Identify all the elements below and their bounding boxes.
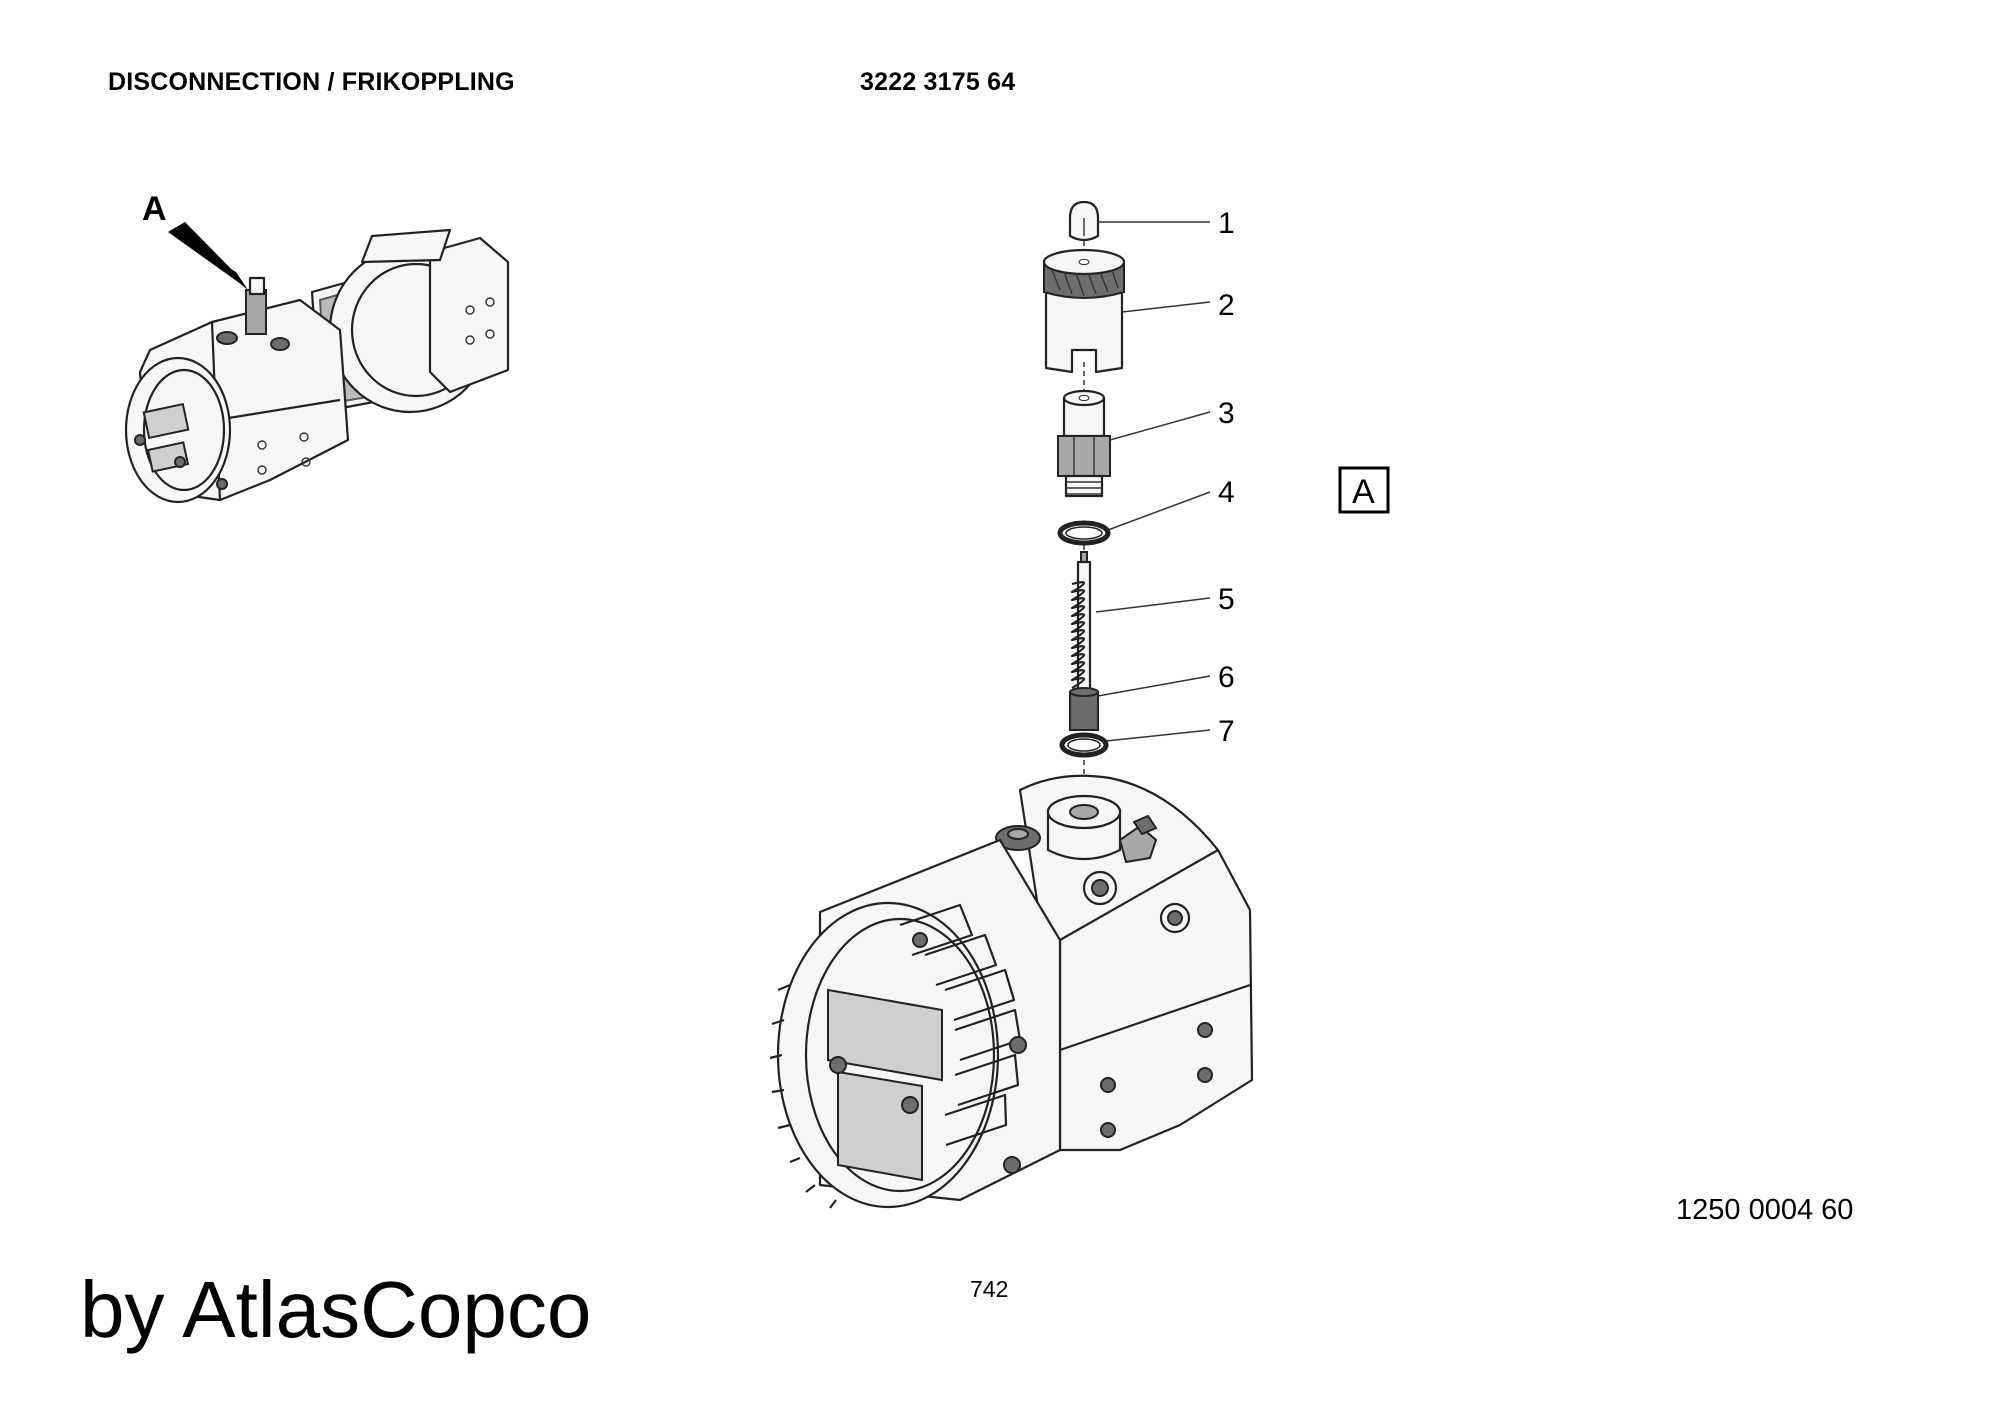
callout-5: 5 — [1218, 583, 1235, 616]
part-number: 3222 3175 64 — [860, 68, 1016, 96]
callout-6: 6 — [1218, 661, 1235, 694]
svg-text:A: A — [1352, 473, 1375, 511]
callout-4: 4 — [1218, 476, 1235, 509]
callout-2: 2 — [1218, 289, 1235, 322]
overview-callout-label: A — [142, 190, 167, 228]
part-1-cap-nut — [1068, 200, 1100, 242]
part-3-valve-body — [1057, 389, 1111, 498]
callout-3: 3 — [1218, 397, 1235, 430]
gearbox-housing-illustration — [769, 774, 1254, 1209]
brand-watermark: by AtlasCopco — [80, 1265, 592, 1354]
overview-callout-arrow — [168, 222, 248, 290]
overview-winch-illustration — [124, 228, 510, 504]
part-7-o-ring — [1059, 732, 1109, 758]
callout-leaders — [1095, 221, 1211, 742]
callout-1: 1 — [1218, 207, 1235, 240]
part-5-spring-pin — [1070, 551, 1092, 694]
page-number: 742 — [970, 1276, 1009, 1302]
drawing-number: 1250 0004 60 — [1676, 1194, 1854, 1226]
part-6-plunger — [1069, 687, 1099, 731]
detail-reference-box: A — [1338, 466, 1390, 514]
part-4-o-ring — [1057, 520, 1111, 546]
page-title: DISCONNECTION / FRIKOPPLING — [108, 68, 515, 96]
callout-7: 7 — [1218, 715, 1235, 748]
part-2-knurled-knob — [1042, 248, 1126, 374]
